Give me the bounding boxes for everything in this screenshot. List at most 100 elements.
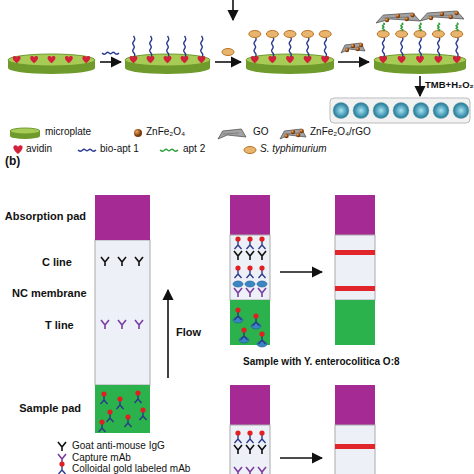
aptamer-strand	[167, 36, 169, 58]
nanoparticle	[449, 15, 453, 19]
legend-text: ZnFe₂O₄	[146, 127, 185, 137]
sample-pad-shape	[230, 300, 270, 345]
result-caption: Sample with Y. enterocolitica O:8	[243, 356, 400, 367]
legend-text: Goat anti-mouse IgG	[72, 441, 165, 451]
aptamer-strand	[150, 36, 152, 58]
flow-arrow	[280, 457, 322, 459]
result-strip	[335, 195, 375, 345]
bacterium-symbol	[432, 31, 444, 38]
absorption-pad-shape	[230, 195, 270, 235]
avidin-symbol	[164, 56, 172, 63]
capture-mab	[258, 467, 266, 474]
capture-mab	[258, 288, 266, 297]
aptamer-strand	[419, 23, 421, 31]
microplate-disc	[125, 54, 210, 66]
avidin-symbol	[48, 56, 56, 63]
nanoparticle	[396, 14, 400, 18]
result-line	[335, 250, 375, 255]
aptamer-strand	[133, 36, 135, 58]
legend-sample	[58, 442, 66, 451]
gold-labeled-antibody	[59, 466, 66, 474]
goat-anti-mouse-igg	[246, 445, 254, 454]
flow-arrow	[167, 290, 169, 378]
line-label: C line	[42, 256, 72, 268]
gold-particle	[140, 407, 145, 412]
goat-anti-mouse-igg	[101, 257, 109, 266]
gold-particle	[241, 327, 246, 332]
aptamer-strand	[382, 23, 384, 31]
legend-sample	[78, 149, 96, 151]
goat-anti-mouse-igg	[234, 251, 242, 260]
bacterium-symbol	[222, 49, 234, 56]
flow-arrow	[280, 271, 322, 273]
graphene-sheet	[223, 133, 239, 134]
nc-membrane	[335, 425, 375, 474]
graphene-sheet	[341, 43, 365, 53]
gold-particle	[235, 307, 240, 312]
nc-membrane	[230, 425, 270, 474]
nanoparticle	[351, 44, 355, 48]
legend-text: apt 2	[183, 144, 205, 154]
microplate-disc	[246, 54, 334, 66]
legend-sample	[134, 129, 142, 137]
goat-anti-mouse-igg	[246, 251, 254, 260]
nanoparticle	[299, 129, 303, 133]
aptamer-strand	[401, 23, 403, 31]
flow-arrow	[419, 76, 421, 96]
legend-sample	[59, 461, 66, 474]
microplate-disc	[374, 54, 466, 66]
assay-step	[8, 54, 95, 74]
panel-letter: (b)	[5, 155, 20, 168]
legend-text: ZnFe₂O₄/rGO	[310, 127, 371, 137]
avidin-symbol	[13, 56, 21, 63]
aptamer-strand	[102, 52, 119, 54]
gold-labeled-antibody	[241, 332, 248, 340]
nanoparticle	[134, 129, 142, 137]
avidin-symbol	[416, 56, 424, 63]
gold-particle	[253, 313, 258, 318]
avidin-symbol	[379, 56, 387, 63]
graphene-sheet	[280, 129, 306, 139]
legend-sample	[280, 129, 306, 139]
avidin-symbol	[13, 145, 22, 154]
gold-labeled-antibody	[135, 395, 142, 403]
goat-anti-mouse-igg	[118, 257, 126, 266]
nanoparticle	[356, 47, 360, 51]
test-strip	[230, 195, 270, 347]
gold-labeled-antibody	[140, 412, 147, 420]
aptamer-strand	[184, 36, 186, 58]
legend-sample	[218, 129, 246, 139]
gold-particle	[235, 430, 240, 435]
result-line	[335, 286, 375, 291]
avidin-symbol	[268, 56, 276, 63]
gold-particle	[117, 396, 122, 401]
well-plate	[353, 103, 369, 119]
microplate-disc	[10, 128, 40, 134]
bacterium-symbol	[451, 31, 463, 38]
lateral-flow-scheme	[95, 195, 375, 474]
flow-arrow	[232, 0, 234, 20]
legend-text: bio-apt 1	[100, 144, 139, 154]
gold-labeled-antibody	[259, 336, 266, 344]
nanoparticle	[385, 18, 389, 22]
bacterium-symbol	[245, 281, 255, 287]
aptamer-strand	[254, 36, 256, 58]
avidin-symbol	[286, 56, 294, 63]
part-label: Absorption pad	[5, 210, 86, 222]
legend-text: S. typhimurium	[260, 144, 327, 154]
capture-mab	[246, 288, 254, 297]
result-strip	[335, 385, 375, 474]
well-plate	[330, 98, 470, 123]
aptamer-strand	[201, 36, 203, 58]
flow-arrow	[338, 61, 369, 63]
bacterium-symbol	[414, 31, 426, 38]
gold-particle	[259, 236, 264, 241]
gold-labeled-antibody	[125, 419, 132, 427]
gold-particle	[259, 265, 264, 270]
graphene-sheet	[218, 129, 246, 139]
gold-particle	[135, 390, 140, 395]
goat-anti-mouse-igg	[258, 445, 266, 454]
nc-membrane	[230, 235, 270, 300]
aptamer-strand	[324, 36, 326, 58]
